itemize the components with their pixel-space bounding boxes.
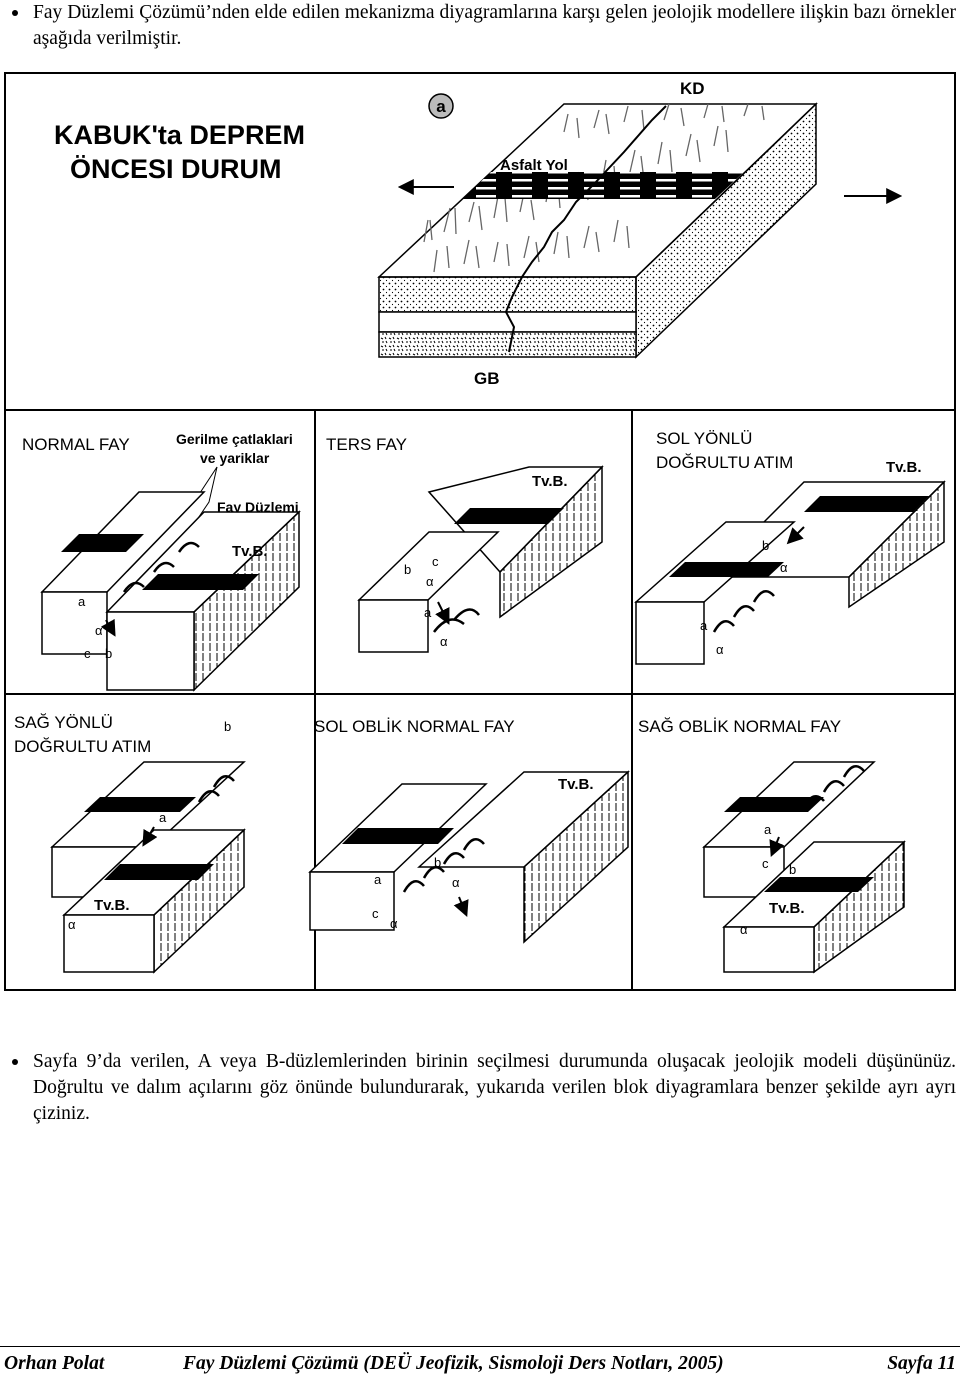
svg-text:a: a xyxy=(374,872,382,887)
svg-text:c: c xyxy=(372,906,379,921)
svg-text:c: c xyxy=(762,856,769,871)
panel3-title2: DOĞRULTU ATIM xyxy=(656,453,793,472)
panel-reverse-fault: TERS FAY Tv.B. b c a α α xyxy=(326,435,604,653)
panel3-tvb: Tv.B. xyxy=(886,459,922,476)
panel4-title1: SAĞ YÖNLÜ xyxy=(14,713,113,732)
panel-normal-fault: NORMAL FAY Gerilme çatlaklari ve yarikla… xyxy=(22,431,301,692)
panel1-tvb: Tv.B. xyxy=(232,543,268,560)
fault-trace xyxy=(504,105,667,353)
svg-text:α: α xyxy=(780,560,788,575)
block-front-face xyxy=(378,276,637,358)
svg-text:α: α xyxy=(716,642,724,657)
marker-a-icon xyxy=(428,93,454,119)
intro-paragraph: Fay Düzlemi Çözümü’nden elde edilen meka… xyxy=(12,0,956,52)
svg-text:b: b xyxy=(404,562,411,577)
fault-model-figure: KABUK'ta DEPREM ÖNCESI DURUM a KD GB Asf… xyxy=(4,72,956,992)
panel-left-lateral-strike-slip: SOL YÖNLÜ DOĞRULTU ATIM Tv.B. b a α α xyxy=(634,429,946,665)
panel4-title2: DOĞRULTU ATIM xyxy=(14,737,151,756)
svg-text:α: α xyxy=(740,922,748,937)
top-title-line1: KABUK'ta DEPREM xyxy=(54,120,305,150)
svg-text:α: α xyxy=(440,634,448,649)
panel-left-oblique-normal: SOL OBLİK NORMAL FAY Tv.B. a b c α α xyxy=(308,717,630,944)
panel1-note3: Fay Düzlemi xyxy=(217,499,299,515)
svg-text:a: a xyxy=(700,618,708,633)
svg-text:a: a xyxy=(424,605,432,620)
marker-a-label: a xyxy=(436,97,446,116)
panel2-title: TERS FAY xyxy=(326,435,407,454)
panel3-title1: SOL YÖNLÜ xyxy=(656,429,752,448)
panel6-tvb: Tv.B. xyxy=(769,900,805,917)
panel-right-lateral-strike-slip: SAĞ YÖNLÜ DOĞRULTU ATIM b a Tv.B. α xyxy=(14,713,246,974)
svg-text:b: b xyxy=(762,538,769,553)
gb-label: GB xyxy=(474,369,500,388)
panel4-tvb: Tv.B. xyxy=(94,897,130,914)
svg-text:b: b xyxy=(789,862,796,877)
bullet-icon xyxy=(12,10,18,16)
svg-text:α: α xyxy=(452,875,460,890)
svg-text:b: b xyxy=(105,646,112,661)
svg-text:c: c xyxy=(432,554,439,569)
svg-text:a: a xyxy=(764,822,772,837)
crust-before-earthquake-panel: KABUK'ta DEPREM ÖNCESI DURUM a KD GB Asf… xyxy=(54,79,903,388)
panel1-title: NORMAL FAY xyxy=(22,435,130,454)
svg-text:α: α xyxy=(68,917,76,932)
kd-label: KD xyxy=(680,79,705,98)
svg-text:a: a xyxy=(78,594,86,609)
task-paragraph: Sayfa 9’da verilen, A veya B-düzlemlerin… xyxy=(12,1049,956,1127)
svg-text:b: b xyxy=(224,719,231,734)
panel2-tvb: Tv.B. xyxy=(532,473,568,490)
footer-title: Fay Düzlemi Çözümü (DEÜ Jeofizik, Sismol… xyxy=(183,1353,724,1374)
road-label: Asfalt Yol xyxy=(500,157,568,174)
intro-text: Fay Düzlemi Çözümü’nden elde edilen meka… xyxy=(33,2,956,49)
svg-text:α: α xyxy=(95,623,103,638)
svg-text:c: c xyxy=(84,646,91,661)
panel5-title: SOL OBLİK NORMAL FAY xyxy=(314,717,515,736)
panel1-note2: ve yariklar xyxy=(200,450,270,466)
top-title-line2: ÖNCESI DURUM xyxy=(70,154,282,184)
svg-text:α: α xyxy=(390,916,398,931)
bullet-icon xyxy=(12,1059,18,1065)
svg-text:α: α xyxy=(426,574,434,589)
panel-right-oblique-normal: SAĞ OBLİK NORMAL FAY a c b Tv.B. α xyxy=(638,717,906,974)
panel1-note1: Gerilme çatlaklari xyxy=(176,431,293,447)
svg-text:b: b xyxy=(434,855,441,870)
panel6-title: SAĞ OBLİK NORMAL FAY xyxy=(638,717,841,736)
svg-text:a: a xyxy=(159,810,167,825)
page-footer: Orhan Polat Fay Düzlemi Çözümü (DEÜ Jeof… xyxy=(0,1346,960,1379)
task-text: Sayfa 9’da verilen, A veya B-düzlemlerin… xyxy=(33,1051,956,1124)
panel5-tvb: Tv.B. xyxy=(558,776,594,793)
footer-page-number: Sayfa 11 xyxy=(887,1353,956,1374)
footer-author: Orhan Polat xyxy=(4,1353,105,1374)
